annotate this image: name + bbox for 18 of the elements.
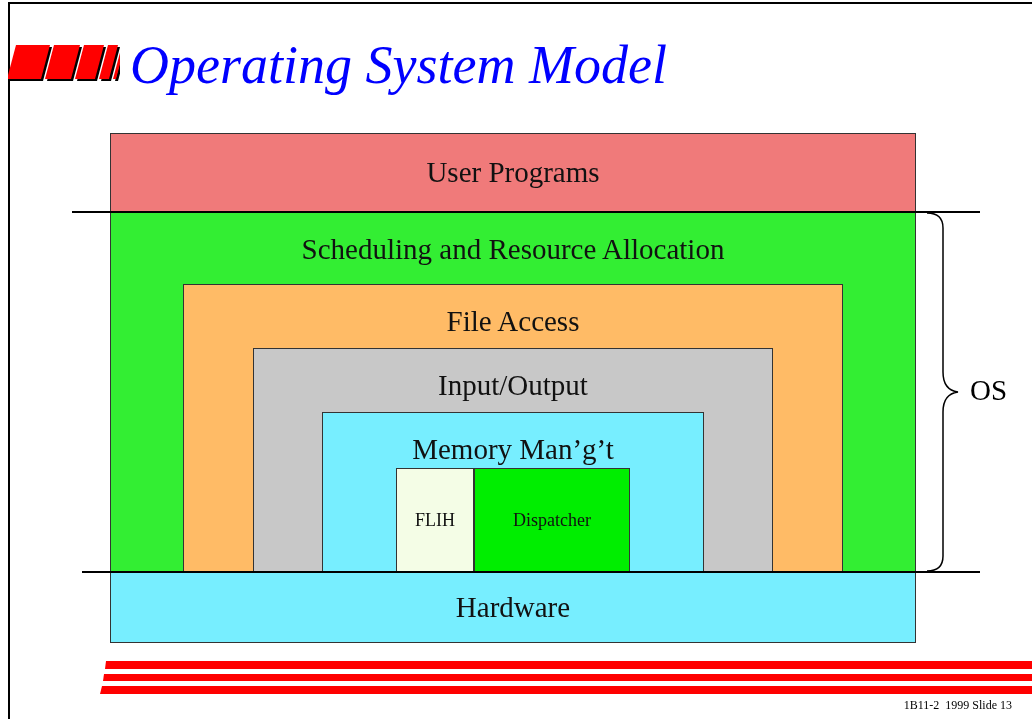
layer-label: File Access	[446, 304, 580, 339]
layer-label: User Programs	[426, 155, 600, 191]
layer-box	[253, 348, 773, 572]
layer-box	[322, 412, 704, 572]
layer-box	[110, 572, 916, 643]
slide-number: 1B11-2 1999 Slide 13	[903, 698, 1012, 713]
layer-label: Scheduling and Resource Allocation	[301, 232, 725, 267]
layer-label: Hardware	[455, 590, 571, 626]
layer-label: FLIH	[415, 508, 455, 532]
layer-box	[110, 212, 916, 572]
layer-box	[396, 468, 474, 572]
layer-label: Memory Man’g’t	[412, 432, 614, 467]
layer-label: Input/Output	[438, 368, 588, 403]
os-label: OS	[970, 373, 1008, 408]
layer-label: Dispatcher	[513, 508, 591, 532]
layer-box	[183, 284, 843, 572]
layer-box	[474, 468, 630, 572]
layer-box	[110, 133, 916, 212]
